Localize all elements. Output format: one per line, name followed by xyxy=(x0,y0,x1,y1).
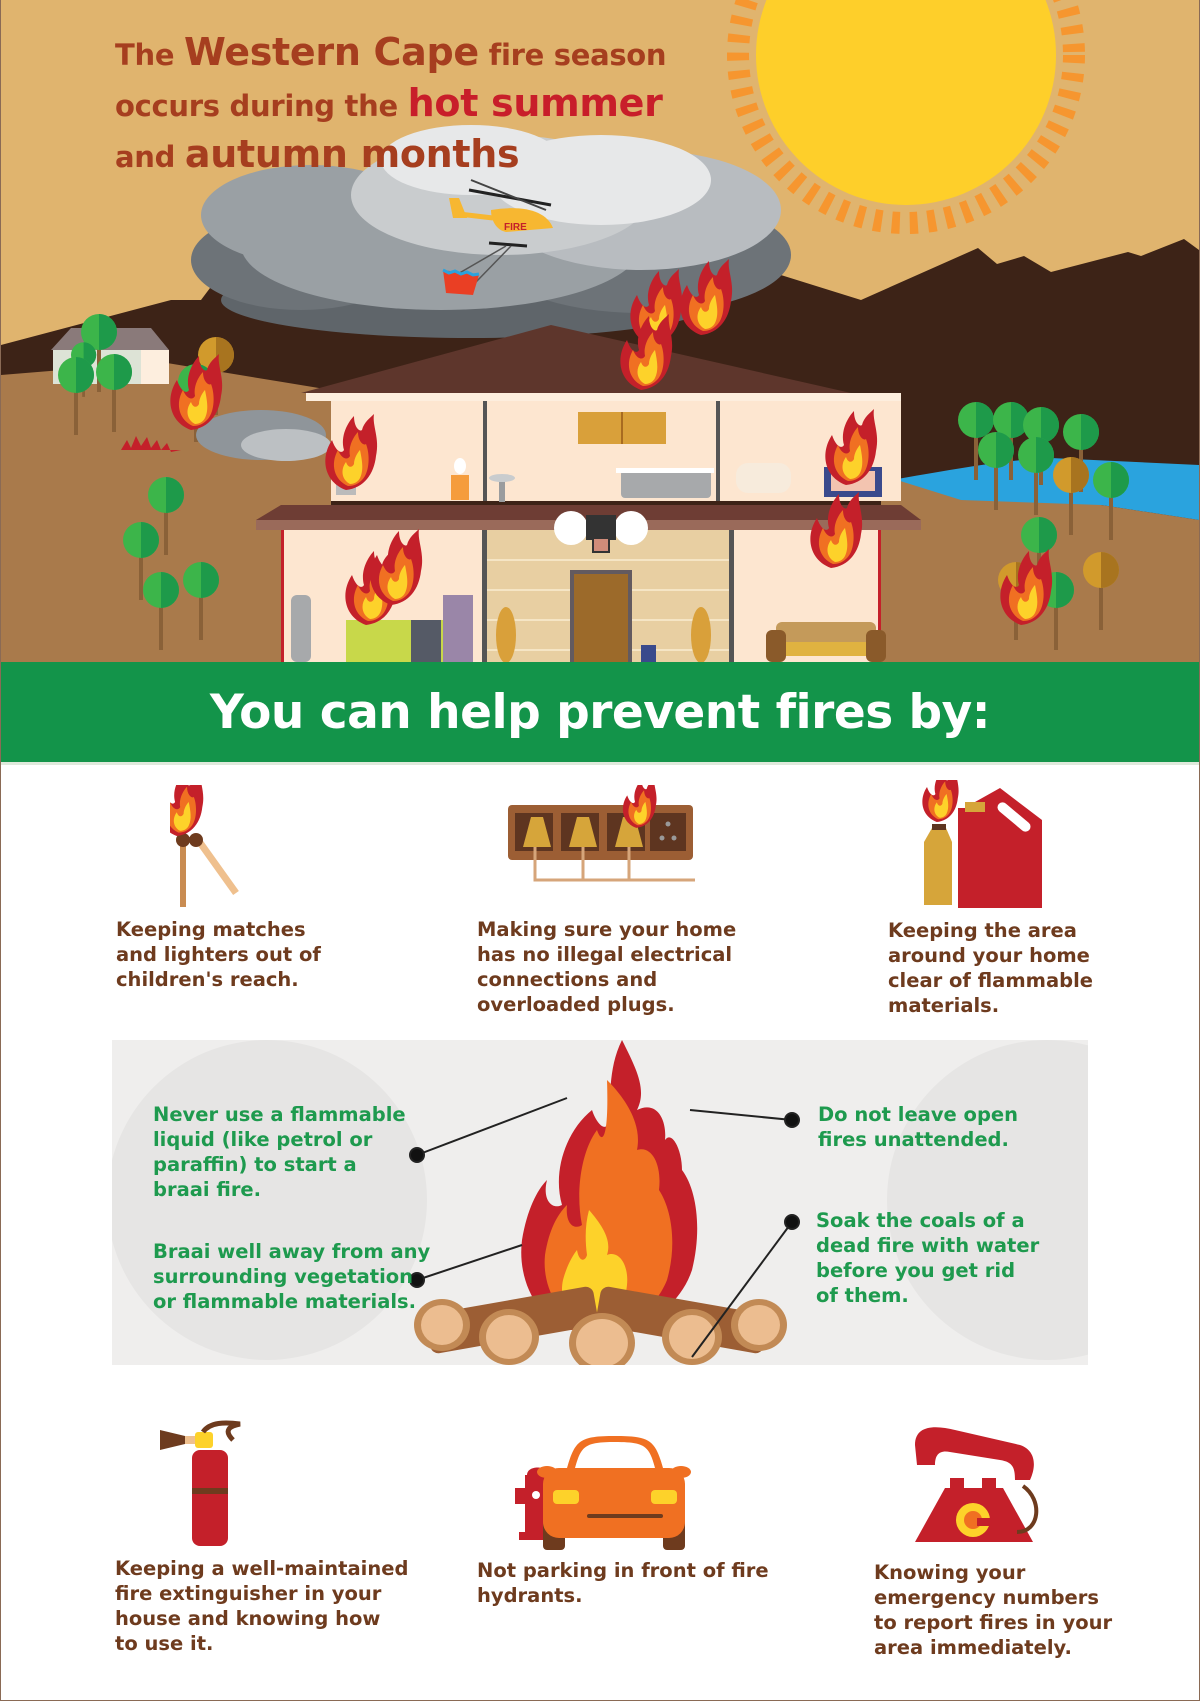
car-icon xyxy=(537,1436,691,1550)
braai-tip-away-from-vegetation: Braai well away from any surrounding veg… xyxy=(153,1240,431,1313)
fire-extinguisher-icon xyxy=(160,1420,241,1546)
power-strip-icon xyxy=(508,785,695,882)
tip-emergency-numbers: Knowing your emergency numbers to report… xyxy=(874,1561,1113,1659)
braai-tip-no-flammable-liquid: Never use a flammable liquid (like petro… xyxy=(153,1103,406,1201)
campfire-flame-icon xyxy=(521,1040,698,1330)
burning-house-icon xyxy=(256,325,921,662)
braai-tip-not-unattended: Do not leave open fires unattended. xyxy=(818,1103,1019,1151)
matches-icon xyxy=(170,785,239,907)
tip-electrical: Making sure your home has no illegal ele… xyxy=(477,918,737,1016)
telephone-icon xyxy=(915,1427,1039,1542)
page-headline: The Western Cape fire season occurs duri… xyxy=(115,30,667,176)
braai-fire-diagram xyxy=(112,1040,1088,1365)
helicopter-icon: FIRE xyxy=(442,179,553,295)
tip-flammable-area: Keeping the area around your home clear … xyxy=(888,919,1093,1017)
tip-matches: Keeping matches and lighters out of chil… xyxy=(116,918,321,991)
fuel-can-icon xyxy=(922,780,1042,908)
braai-tip-soak-coals: Soak the coals of a dead fire with water… xyxy=(816,1209,1040,1307)
banner-title: You can help prevent fires by: xyxy=(209,684,991,740)
svg-text:FIRE: FIRE xyxy=(504,222,527,233)
car-hydrant-icon xyxy=(515,1436,691,1550)
tip-fire-extinguisher: Keeping a well-maintained fire extinguis… xyxy=(115,1557,409,1655)
landscape-scene: FIRE xyxy=(1,0,1199,662)
campfire-logs-icon xyxy=(414,1286,787,1365)
prevention-banner: You can help prevent fires by: xyxy=(1,662,1199,765)
tip-fire-hydrants: Not parking in front of fire hydrants. xyxy=(477,1559,769,1607)
fire-season-illustration: FIRE xyxy=(1,0,1199,662)
sun-icon xyxy=(727,0,1085,234)
